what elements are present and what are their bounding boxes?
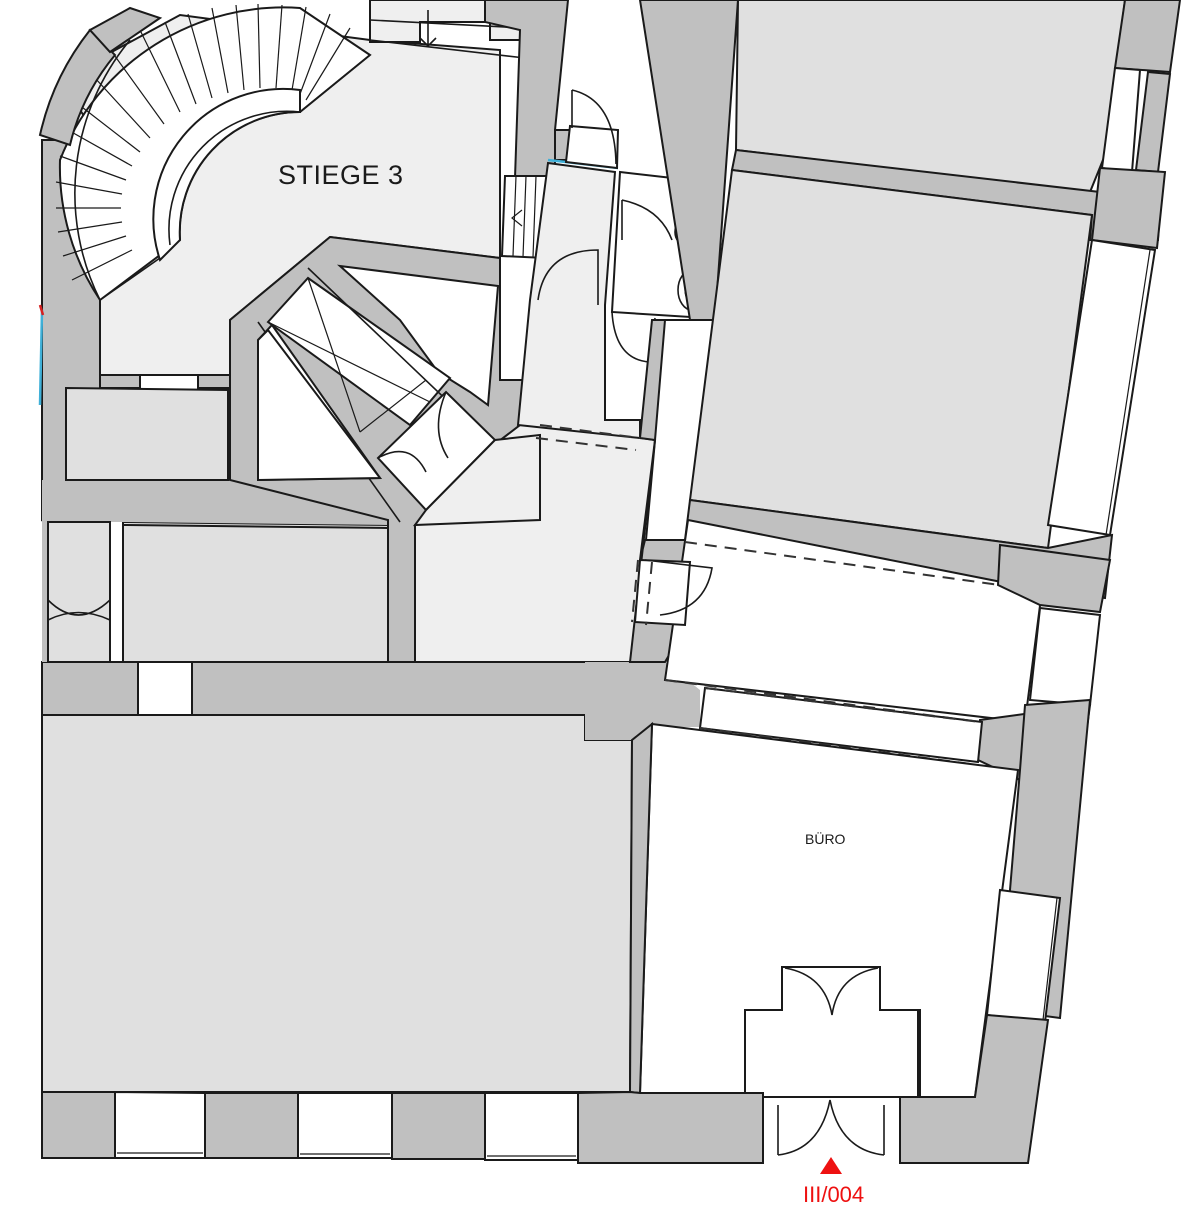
down-arrow-icon <box>419 10 437 48</box>
entrance-triangle-icon <box>820 1157 842 1174</box>
room-northeast-large <box>688 168 1094 550</box>
wall-curved-stair <box>38 28 117 147</box>
window-east-2-sill <box>1105 249 1151 536</box>
window-south-1 <box>114 1090 206 1159</box>
room-triangle-north-of-lobby <box>257 328 382 482</box>
window-south-2 <box>297 1092 393 1159</box>
wall-east-outer-top <box>1113 0 1182 74</box>
red-edge-marker <box>38 304 45 316</box>
door-arc-corridor <box>537 249 599 305</box>
spiral-staircase <box>55 3 372 302</box>
wall-stair-south <box>99 374 141 389</box>
wall-horizontal-west-b <box>191 661 591 716</box>
pillar-east-1 <box>996 543 1112 614</box>
window-south-3 <box>484 1092 579 1161</box>
wall-east-lower <box>899 1013 1050 1164</box>
corridor-north-wc <box>516 161 641 440</box>
room-northeast-top <box>734 0 1127 194</box>
room-stair-south-storage <box>65 386 229 481</box>
window-east-4-sill <box>1042 897 1058 1021</box>
wall-horizontal-west-a <box>41 661 139 716</box>
wall-curved-stair-top <box>88 6 163 54</box>
door-arc-north <box>571 89 617 165</box>
door-arc-east-middle <box>644 559 713 616</box>
blue-edge-marker <box>38 309 44 406</box>
window-east-3 <box>1028 606 1102 707</box>
dashed-opening-corridor <box>535 424 641 451</box>
landing-step-lines <box>369 19 526 59</box>
room-label-buero: BÜRO <box>805 831 846 847</box>
entrance-double-door[interactable] <box>744 966 919 1156</box>
south-wall <box>41 1090 764 1164</box>
stair-label: STIEGE 3 <box>278 160 404 190</box>
wall-stair-south-b <box>197 374 233 389</box>
room-large-southwest <box>41 714 634 1093</box>
window-east-1-frame <box>1134 70 1172 174</box>
room-west-middle-fill <box>122 523 389 663</box>
door-east-middle <box>633 558 692 627</box>
wc-doorway-north <box>564 124 620 170</box>
room-west-closet-fill <box>47 521 111 663</box>
lobby-corner <box>412 433 541 527</box>
room-elevator-machine <box>336 264 500 407</box>
closet-arc-lines <box>47 599 111 621</box>
entrance-code-label: III/004 <box>803 1182 865 1207</box>
wall-east-pillar-2 <box>1090 166 1167 250</box>
dashed-door-lines <box>631 559 653 626</box>
